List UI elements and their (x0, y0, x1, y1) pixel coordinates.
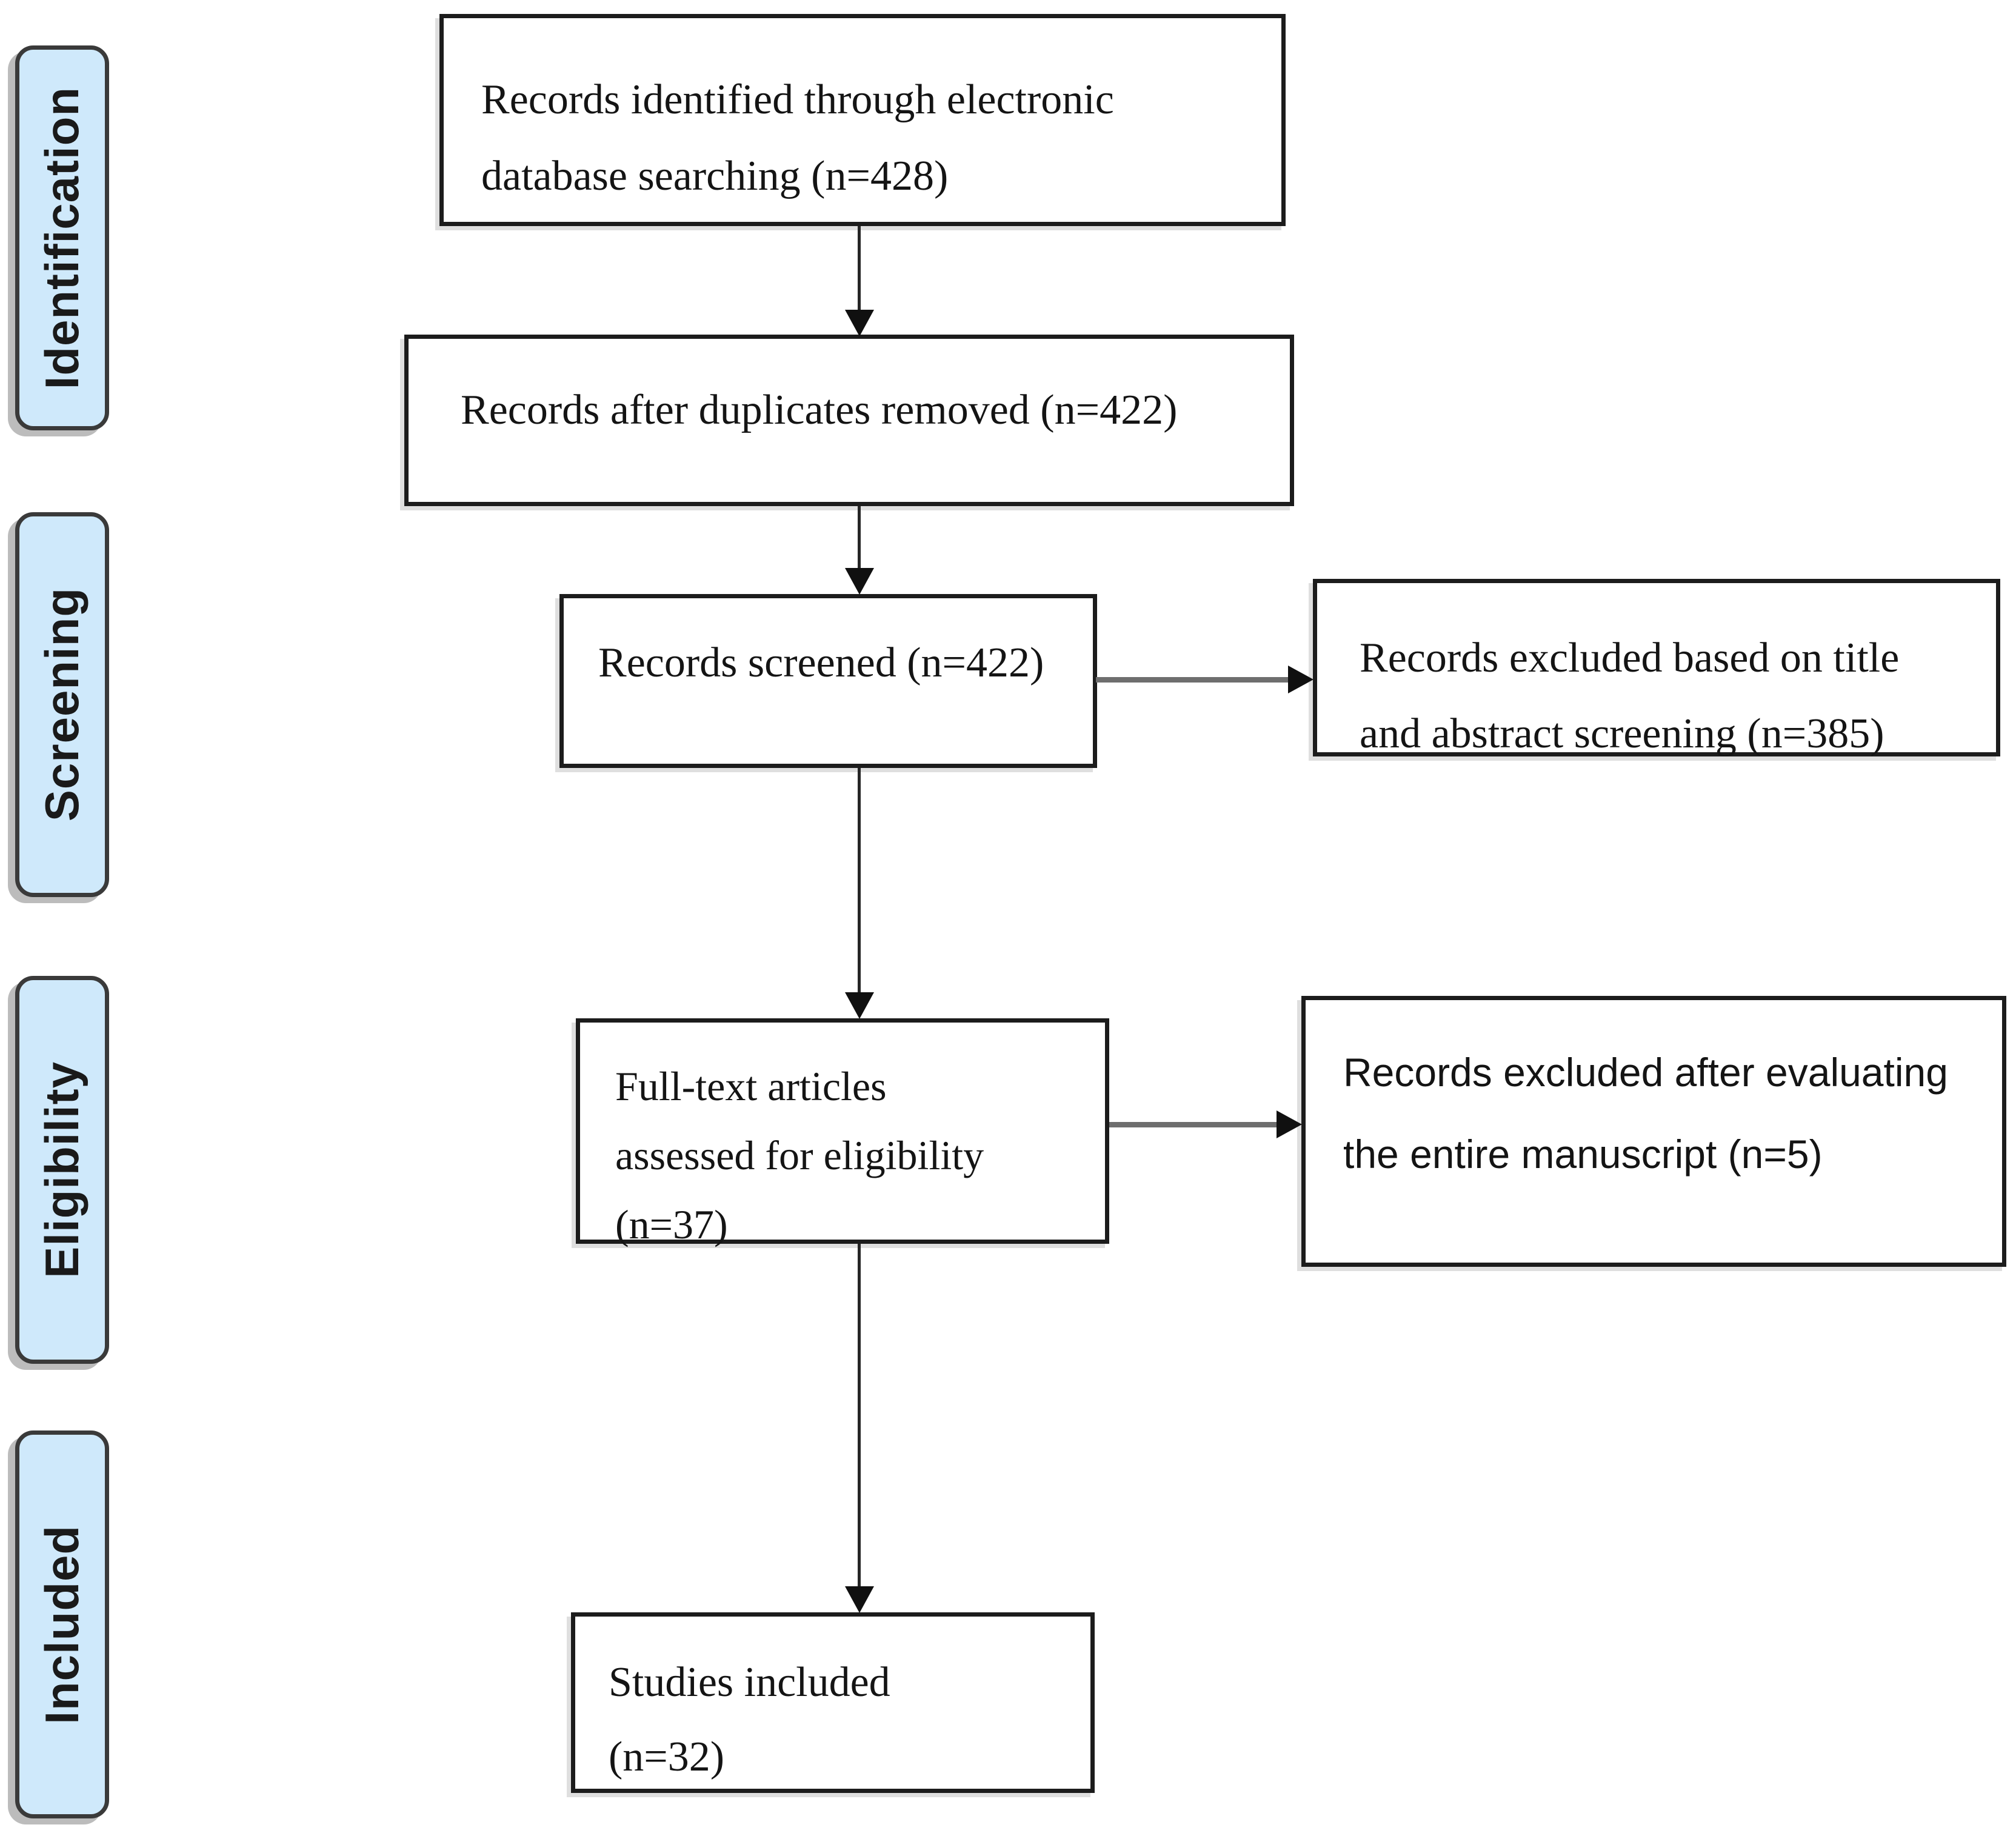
arrow-deduplicated-to-screened-line (858, 506, 861, 569)
flow-box-excluded-title-abstract-text: Records excluded based on title and abst… (1360, 635, 1900, 757)
arrow-deduplicated-to-screened-head-icon (845, 568, 874, 595)
arrow-fulltext-to-included-line (858, 1244, 861, 1588)
flow-box-studies-included: Studies included (n=32) (571, 1612, 1095, 1793)
stage-box-eligibility: Eligibility (15, 976, 109, 1364)
flow-box-excluded-manuscript-text: Records excluded after evaluating the en… (1343, 1050, 1948, 1177)
flow-box-records-identified: Records identified through electronic da… (439, 14, 1286, 226)
arrow-fulltext-to-included-head-icon (845, 1586, 874, 1613)
stage-label-included: Included (35, 1524, 88, 1724)
flow-box-duplicates-removed: Records after duplicates removed (n=422) (404, 335, 1294, 506)
stage-label-identification: Identification (35, 86, 88, 390)
stage-box-included: Included (15, 1430, 109, 1818)
arrow-fulltext-to-excluded-head-icon (1277, 1110, 1302, 1138)
arrow-screened-to-fulltext-head-icon (845, 992, 874, 1019)
arrow-screened-to-excluded-line (1096, 677, 1290, 683)
flow-box-records-identified-text: Records identified through electronic da… (481, 76, 1114, 199)
arrow-identified-to-deduplicated-head-icon (845, 310, 874, 336)
arrow-identified-to-deduplicated-line (858, 226, 861, 312)
flow-box-duplicates-removed-text: Records after duplicates removed (n=422) (461, 387, 1178, 433)
flow-box-fulltext-assessed: Full-text articles assessed for eligibil… (576, 1018, 1109, 1247)
stage-box-identification: Identification (15, 45, 109, 430)
flow-box-records-screened: Records screened (n=422) (559, 594, 1097, 768)
flow-box-studies-included-text: Studies included (n=32) (609, 1659, 890, 1780)
arrow-fulltext-to-excluded-line (1109, 1122, 1278, 1127)
flow-box-records-screened-text: Records screened (n=422) (598, 639, 1044, 686)
arrow-screened-to-excluded-head-icon (1288, 666, 1313, 693)
stage-label-screening: Screening (35, 587, 88, 822)
stage-box-screening: Screening (15, 512, 109, 897)
stage-label-eligibility: Eligibility (35, 1061, 88, 1278)
arrow-screened-to-fulltext-line (858, 768, 861, 993)
flow-box-excluded-title-abstract: Records excluded based on title and abst… (1313, 579, 2000, 757)
flow-box-excluded-manuscript: Records excluded after evaluating the en… (1301, 996, 2006, 1267)
flow-box-fulltext-assessed-text: Full-text articles assessed for eligibil… (615, 1063, 984, 1248)
